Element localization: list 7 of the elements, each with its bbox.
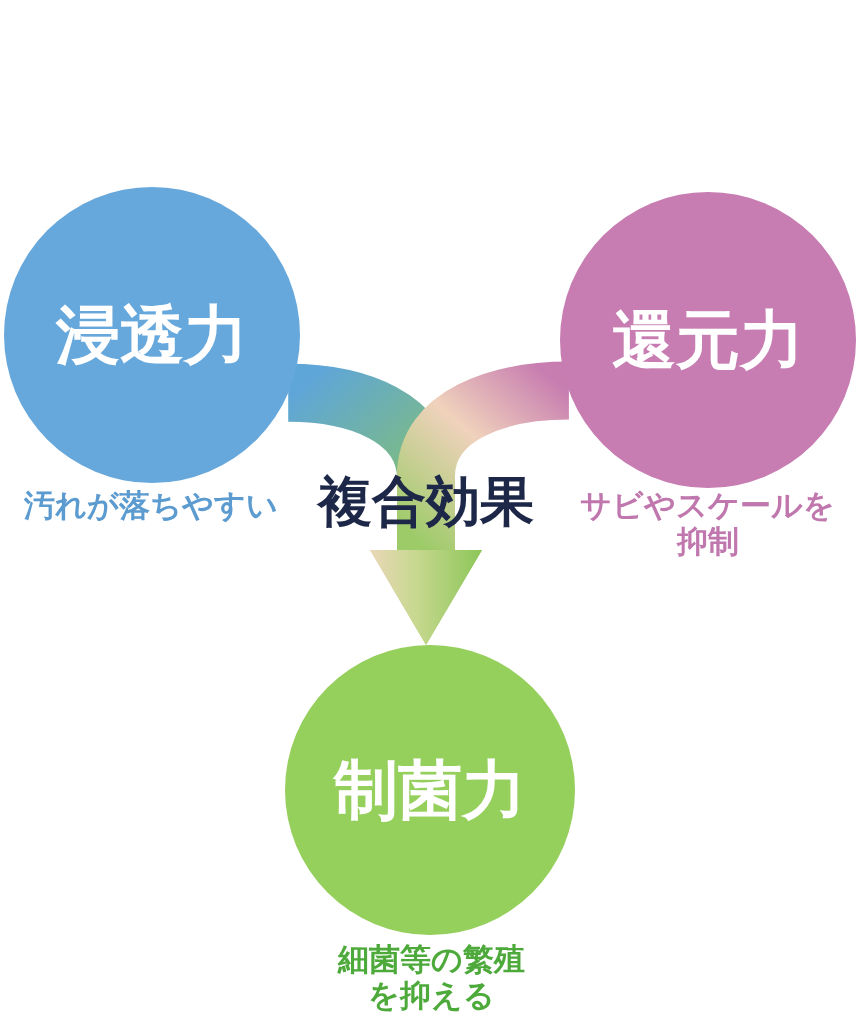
node-label: 細菌等の繁殖を抑える — [336, 942, 526, 1014]
node-label: 還元力 — [612, 301, 804, 379]
node-label: サビやスケールを抑制 — [579, 488, 836, 560]
node-label: 浸透力 — [56, 296, 248, 374]
node-label: 汚れが落ちやすい — [22, 488, 279, 524]
node-label: 制菌力 — [334, 751, 526, 829]
arrow — [370, 361, 570, 645]
